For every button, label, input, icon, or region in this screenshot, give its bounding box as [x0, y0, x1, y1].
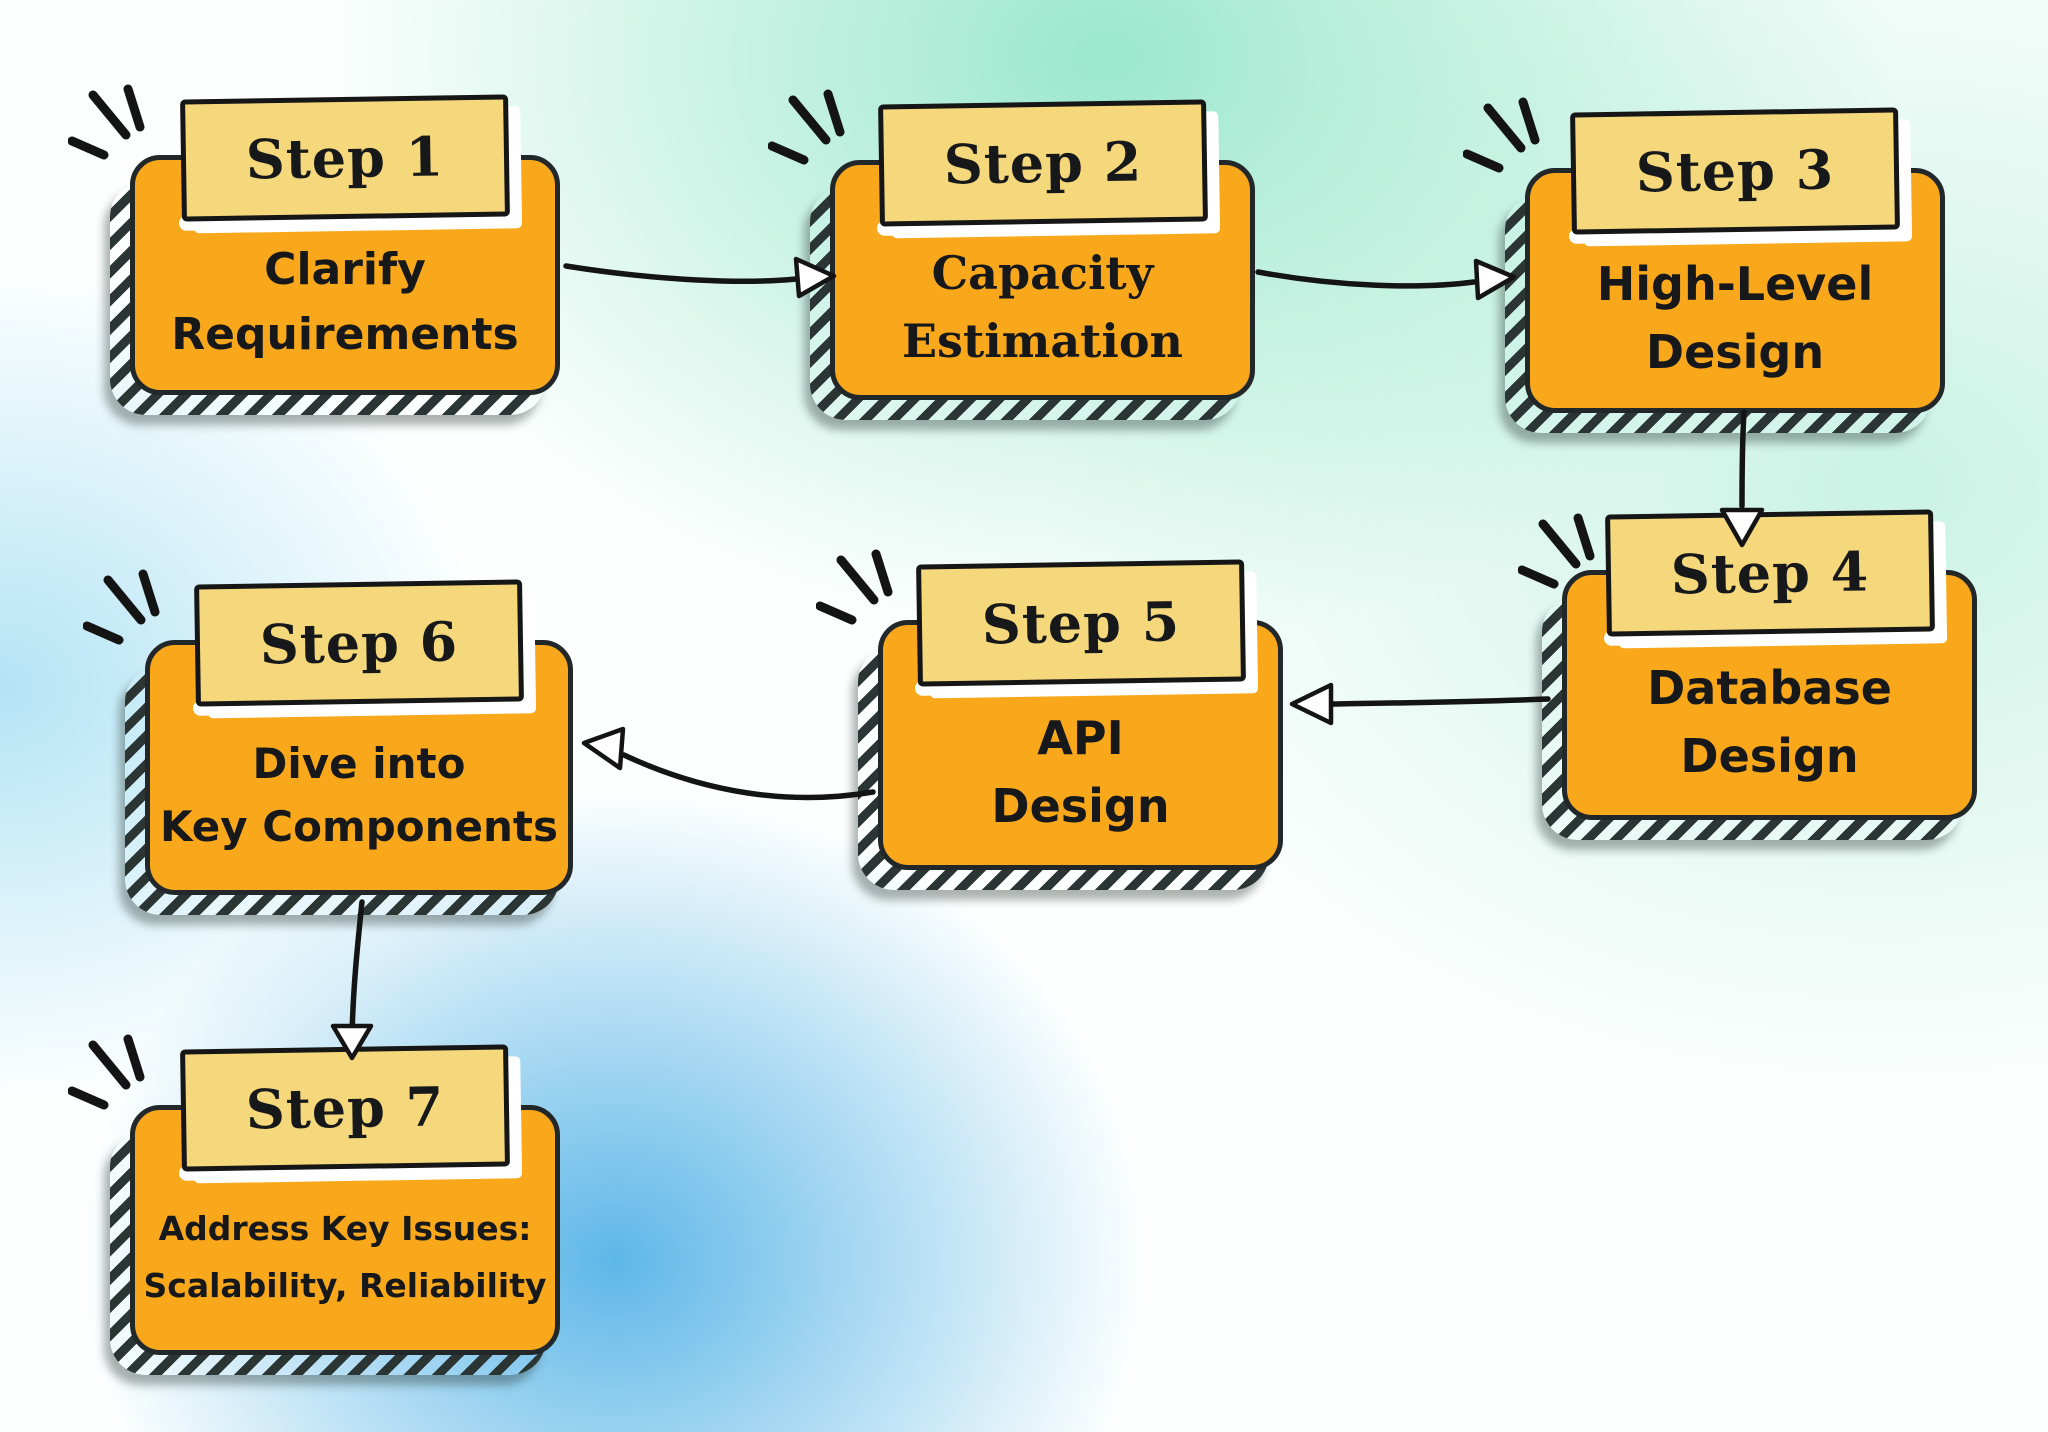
step-1-tab: Step 1	[180, 94, 510, 222]
arrow-step6-step7	[330, 899, 374, 1061]
step-title-line1: Clarify	[264, 244, 426, 295]
arrow-step1-step2	[563, 256, 837, 299]
step-title-line1: Capacity	[931, 246, 1154, 300]
step-tab-label: Step 1	[245, 124, 445, 192]
sparkle-icon	[68, 1034, 145, 1110]
step-7-card: Step 7 Address Key Issues: Scalability, …	[68, 1034, 560, 1375]
step-1-title: Clarify Requirements	[138, 217, 552, 387]
sparkle-icon	[83, 569, 160, 645]
step-title-line1: API	[1037, 711, 1124, 765]
step-title-line2: Requirements	[171, 309, 519, 360]
step-4-card: Step 4 Database Design	[1518, 509, 1977, 840]
step-6-title: Dive into Key Components	[153, 702, 565, 887]
sparkle-icon	[68, 84, 145, 160]
step-3-title: High-Level Design	[1533, 230, 1937, 405]
sparkle-icon	[816, 549, 893, 625]
step-5-title: API Design	[886, 682, 1275, 862]
step-2-tab: Step 2	[877, 99, 1208, 227]
step-5-card: Step 5 API Design	[816, 549, 1283, 890]
step-4-title: Database Design	[1570, 632, 1969, 812]
step-title-line1: Database	[1647, 661, 1892, 715]
arrow-step4-step5	[1289, 682, 1551, 726]
sparkle-icon	[1463, 97, 1540, 173]
step-tab-label: Step 4	[1669, 539, 1870, 607]
step-title-line1: High-Level	[1596, 256, 1874, 311]
step-7-title: Address Key Issues: Scalability, Reliabi…	[138, 1167, 552, 1347]
step-tab-label: Step 5	[980, 589, 1181, 657]
step-2-card: Step 2 Capacity Estimation	[768, 89, 1255, 420]
step-3-card: Step 3 High-Level Design	[1463, 97, 1945, 433]
step-title-line2: Design	[1680, 729, 1859, 783]
step-5-tab: Step 5	[915, 559, 1246, 687]
arrow-step5-step6	[581, 726, 876, 801]
step-6-card: Step 6 Dive into Key Components	[83, 569, 573, 915]
step-tab-label: Step 7	[245, 1074, 445, 1142]
step-title-line2: Design	[1645, 324, 1825, 379]
step-title-line2: Estimation	[901, 314, 1183, 368]
step-6-tab: Step 6	[194, 579, 524, 707]
sparkle-icon	[1518, 513, 1595, 589]
step-3-tab: Step 3	[1570, 107, 1900, 235]
step-title-line1: Dive into	[252, 738, 466, 788]
step-tab-label: Step 6	[259, 609, 459, 677]
step-title-line2: Design	[991, 779, 1170, 833]
arrow-step2-step3	[1255, 258, 1517, 301]
step-title-line2: Scalability, Reliability	[143, 1266, 547, 1305]
step-2-title: Capacity Estimation	[838, 222, 1247, 392]
step-7-tab: Step 7	[180, 1044, 510, 1172]
step-4-tab: Step 4	[1604, 509, 1935, 637]
step-title-line1: Address Key Issues:	[158, 1209, 532, 1248]
step-title-line2: Key Components	[159, 801, 558, 851]
step-tab-label: Step 2	[942, 129, 1143, 197]
step-1-card: Step 1 Clarify Requirements	[68, 84, 560, 415]
step-tab-label: Step 3	[1635, 137, 1835, 205]
sparkle-icon	[768, 89, 845, 165]
